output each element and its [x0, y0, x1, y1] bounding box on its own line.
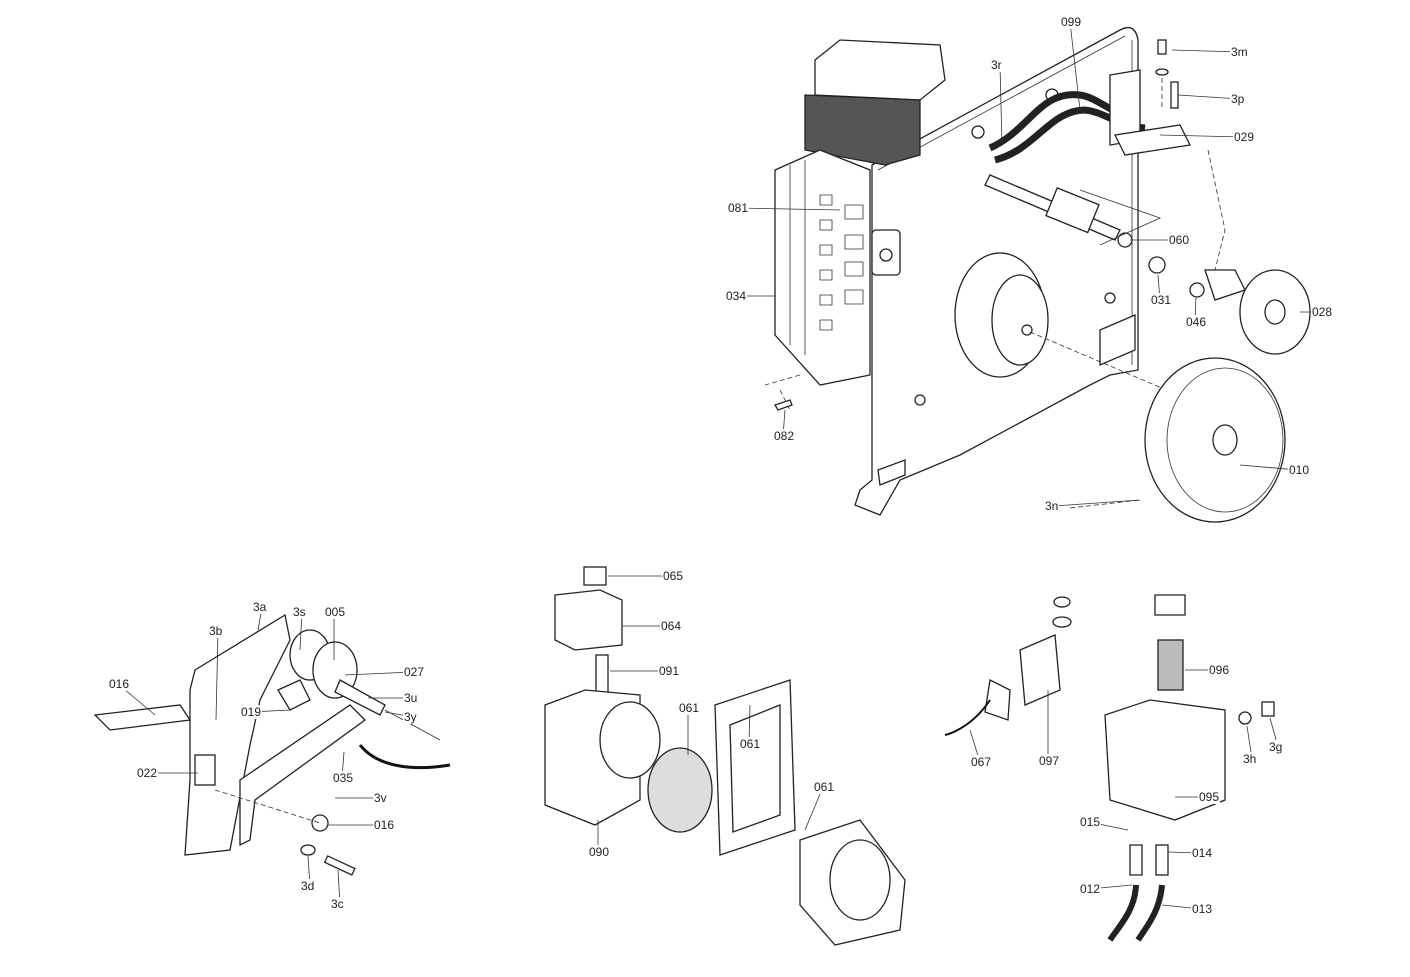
leader-line: [215, 630, 219, 721]
part-label: 061: [678, 701, 701, 715]
part-label: 005: [324, 605, 347, 619]
connector-icon: [1148, 256, 1166, 274]
part-label: 082: [773, 429, 796, 443]
part-label: 090: [588, 845, 611, 859]
part-label: 027: [403, 665, 426, 679]
part-label: 3h: [1242, 752, 1258, 766]
part-label: 3b: [208, 624, 224, 638]
control-box: [764, 149, 871, 411]
leader-line: [1053, 499, 1141, 507]
part-label: 096: [1208, 663, 1231, 677]
ignition-bracket: [93, 613, 451, 876]
part-label: 3n: [1044, 499, 1060, 513]
part-label: 3s: [292, 605, 307, 619]
part-label: 060: [1168, 233, 1191, 247]
part-label: 3g: [1268, 740, 1284, 754]
part-label: 028: [1311, 305, 1334, 319]
part-label: 064: [660, 619, 683, 633]
burner-motor: [954, 252, 1191, 401]
part-label: 097: [1038, 754, 1061, 768]
ignition-transformer: [804, 39, 946, 166]
part-label: 095: [1198, 790, 1221, 804]
part-label: 014: [1191, 846, 1214, 860]
fan-wheel: [1069, 357, 1286, 523]
leader-line: [1177, 94, 1241, 100]
part-label: 061: [813, 780, 836, 794]
photocell-holder: [984, 174, 1162, 248]
part-label: 067: [970, 755, 993, 769]
part-label: 061: [739, 737, 762, 751]
part-label: 035: [332, 771, 355, 785]
part-label: 015: [1079, 815, 1102, 829]
air-damper-knob: [1189, 269, 1311, 355]
part-label: 022: [136, 766, 159, 780]
part-label: 3y: [403, 710, 418, 724]
part-label: 3u: [403, 691, 419, 705]
part-label: 016: [373, 818, 396, 832]
part-label: 3d: [300, 879, 316, 893]
part-label: 031: [1150, 293, 1173, 307]
leader-line: [804, 786, 824, 831]
oil-pump: [544, 566, 906, 946]
leader-line: [736, 207, 841, 211]
pump-with-solenoid: [944, 594, 1275, 942]
part-label: 3p: [1230, 92, 1246, 106]
part-label: 013: [1191, 902, 1214, 916]
leader-line: [1159, 134, 1244, 138]
part-label: 034: [725, 289, 748, 303]
part-label: 3c: [330, 897, 345, 911]
part-label: 016: [108, 677, 131, 691]
part-label: 012: [1079, 882, 1102, 896]
part-label: 010: [1288, 463, 1311, 477]
part-label: 3m: [1230, 45, 1249, 59]
part-label: 3v: [373, 791, 388, 805]
leader-line: [344, 671, 414, 676]
part-label: 065: [662, 569, 685, 583]
electrode-holder: [1109, 39, 1226, 271]
leader-line: [1171, 49, 1241, 53]
part-label: 046: [1185, 315, 1208, 329]
part-label: 3a: [252, 600, 268, 614]
leader-line: [999, 64, 1003, 146]
part-label: 081: [727, 201, 750, 215]
part-label: 099: [1060, 15, 1083, 29]
part-label: 091: [658, 664, 681, 678]
part-label: 3r: [990, 58, 1003, 72]
part-label: 029: [1233, 130, 1256, 144]
leader-line: [1069, 21, 1081, 111]
part-label: 019: [240, 705, 263, 719]
